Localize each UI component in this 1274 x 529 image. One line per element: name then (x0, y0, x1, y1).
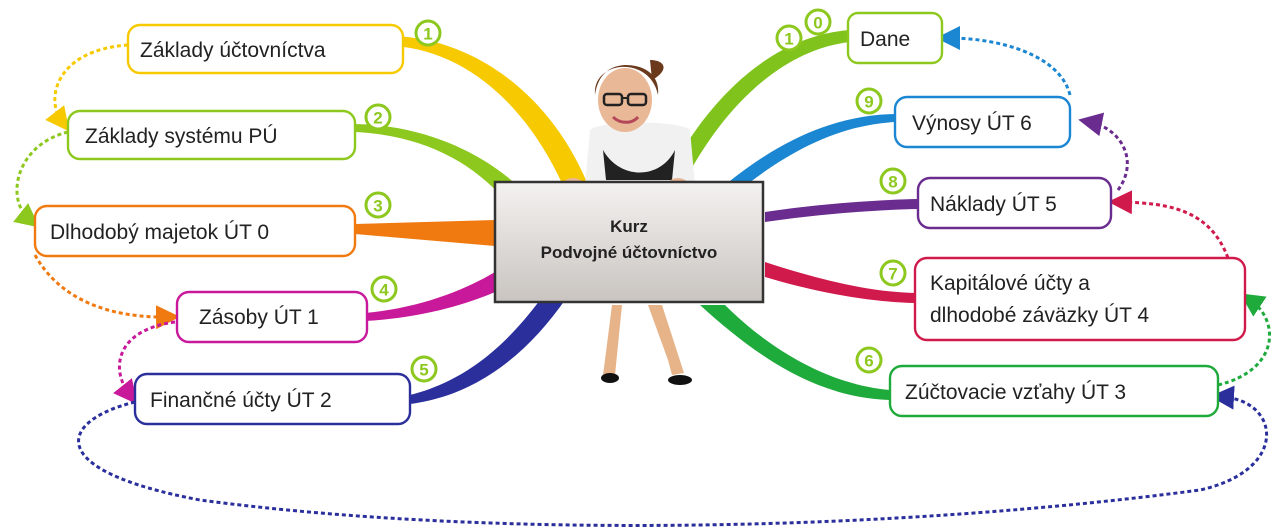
branch-vynosy (725, 114, 895, 190)
svg-text:7: 7 (888, 265, 897, 284)
svg-text:9: 9 (864, 93, 873, 112)
node-label: Základy účtovníctva (140, 39, 326, 62)
link-2-to-3 (13, 130, 69, 228)
link-7-to-8 (1108, 190, 1230, 259)
branch-zuctovacie-vztahy (700, 305, 890, 400)
node-label: Dane (860, 28, 910, 51)
node-label-line2: dlhodobé záväzky ÚT 4 (930, 304, 1149, 327)
svg-text:3: 3 (373, 197, 382, 216)
link-4-to-5 (113, 320, 176, 405)
node-label: Výnosy ÚT 6 (912, 112, 1032, 135)
branch-financne-ucty (410, 300, 565, 404)
badge-7: 7 (879, 259, 907, 287)
node-label: Základy systému PÚ (85, 125, 278, 148)
node-label: Zúčtovacie vzťahy ÚT 3 (905, 381, 1126, 404)
svg-text:0: 0 (813, 14, 822, 33)
svg-text:2: 2 (373, 109, 382, 128)
branch-dlhodoby-majetok (355, 220, 495, 246)
badge-5: 5 (410, 355, 438, 383)
node-dane[interactable]: Dane (846, 11, 944, 65)
node-label: Zásoby ÚT 1 (199, 306, 319, 329)
link-6-to-7 (1217, 293, 1271, 387)
badge-3: 3 (364, 191, 392, 219)
link-5-to-6 (77, 385, 1269, 527)
branch-naklady (765, 199, 918, 222)
node-label: Dlhodobý majetok ÚT 0 (50, 221, 269, 244)
badge-6: 6 (855, 346, 883, 374)
svg-text:1: 1 (423, 25, 432, 44)
badge-1: 1 (414, 19, 442, 47)
badge-8: 8 (879, 167, 907, 195)
svg-text:4: 4 (379, 281, 389, 300)
link-1-to-2 (45, 43, 129, 132)
node-naklady[interactable]: Náklady ÚT 5 (916, 176, 1113, 230)
dashed-links (13, 26, 1271, 527)
cartoon-woman-holding-sign-icon (563, 60, 695, 385)
branch-zasoby (365, 272, 495, 321)
node-label: Finančné účty ÚT 2 (150, 389, 332, 412)
node-zuctovacie-vztahy[interactable]: Zúčtovacie vzťahy ÚT 3 (888, 364, 1220, 418)
link-3-to-4 (33, 254, 180, 330)
link-8-to-9 (1078, 112, 1129, 191)
link-9-to-10 (936, 26, 1072, 96)
badge-10: 1 0 (775, 8, 832, 52)
svg-text:5: 5 (419, 361, 428, 380)
node-dlhodoby-majetok[interactable]: Dlhodobý majetok ÚT 0 (33, 204, 357, 258)
branch-zaklady-uctovnictva (395, 36, 590, 190)
node-zaklady-systemu-pu[interactable]: Základy systému PÚ (66, 109, 357, 161)
node-vynosy[interactable]: Výnosy ÚT 6 (893, 95, 1072, 149)
node-financne-ucty[interactable]: Finančné účty ÚT 2 (133, 372, 412, 426)
node-zasoby[interactable]: Zásoby ÚT 1 (175, 290, 369, 344)
node-zaklady-uctovnictva[interactable]: Základy účtovníctva (126, 23, 405, 75)
badge-9: 9 (855, 87, 883, 115)
node-label: Náklady ÚT 5 (930, 193, 1057, 216)
svg-text:8: 8 (888, 173, 897, 192)
center-title-line2: Podvojné účtovníctvo (541, 243, 718, 262)
center-title-line1: Kurz (610, 217, 648, 236)
branch-kapitalove-ucty (765, 262, 915, 303)
center-board (493, 180, 765, 304)
badge-4: 4 (370, 275, 398, 303)
badge-2: 2 (364, 103, 392, 131)
node-kapitalove-ucty[interactable]: Kapitálové účty a dlhodobé záväzky ÚT 4 (913, 256, 1247, 342)
svg-text:1: 1 (784, 30, 793, 49)
center-topic: Kurz Podvojné účtovníctvo (493, 60, 765, 385)
svg-text:6: 6 (864, 352, 873, 371)
node-label-line1: Kapitálové účty a (930, 272, 1090, 295)
